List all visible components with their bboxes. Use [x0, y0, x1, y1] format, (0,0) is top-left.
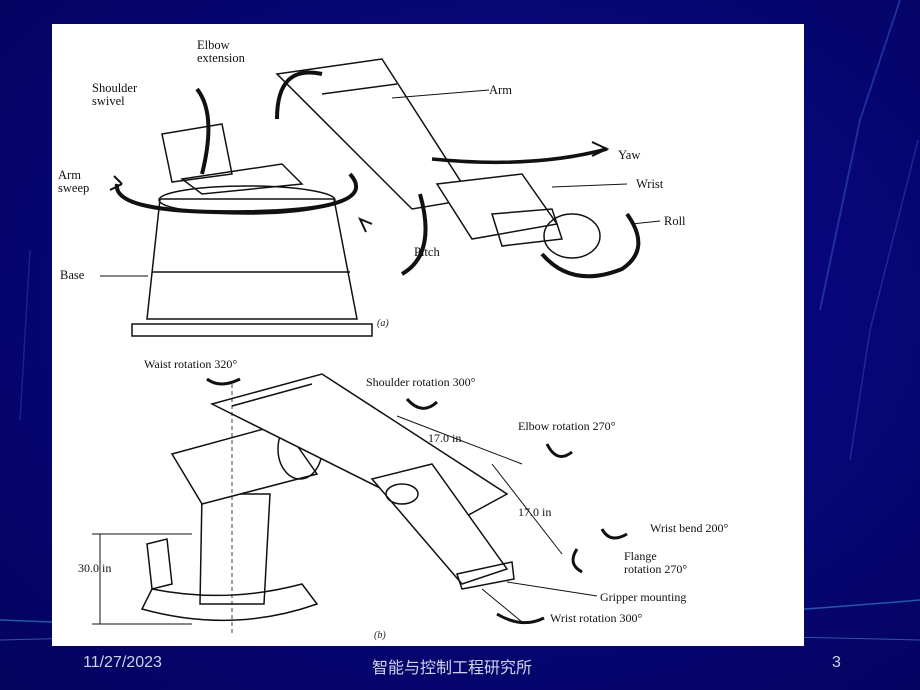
caption-b: (b) [374, 630, 386, 641]
footer-date: 11/27/2023 [83, 654, 162, 671]
footer-institute: 智能与控制工程研究所 [372, 660, 533, 677]
label-shoulder-rotation: Shoulder rotation 300° [366, 375, 476, 389]
label-upper-arm-length: 17.0 in [428, 431, 461, 445]
label-flange-rotation-2: rotation 270° [624, 562, 687, 576]
robot-arm-figure: Elbow extension Shoulder swivel Arm Yaw … [52, 24, 804, 646]
label-shoulder-swivel-2: swivel [92, 94, 125, 108]
label-roll: Roll [664, 214, 686, 228]
label-pitch: Pitch [414, 245, 440, 259]
label-forearm-length: 17.0 in [518, 505, 551, 519]
label-shoulder-swivel-1: Shoulder [92, 81, 138, 95]
label-arm: Arm [489, 83, 512, 97]
label-elbow-extension-2: extension [197, 51, 246, 65]
label-arm-sweep-1: Arm [58, 168, 81, 182]
label-wrist: Wrist [636, 177, 664, 191]
label-yaw: Yaw [618, 148, 640, 162]
label-elbow-extension-1: Elbow [197, 38, 230, 52]
label-elbow-rotation: Elbow rotation 270° [518, 419, 616, 433]
caption-a: (a) [377, 318, 389, 329]
label-base: Base [60, 268, 85, 282]
footer-page-number: 3 [832, 654, 841, 671]
robot-arm-illustration: Elbow extension Shoulder swivel Arm Yaw … [58, 38, 729, 641]
label-waist-rotation: Waist rotation 320° [144, 357, 237, 371]
label-height: 30.0 in [78, 561, 111, 575]
label-arm-sweep-2: sweep [58, 181, 89, 195]
label-wrist-rotation: Wrist rotation 300° [550, 611, 643, 625]
label-wrist-bend: Wrist bend 200° [650, 521, 729, 535]
label-gripper-mounting: Gripper mounting [600, 590, 686, 604]
label-flange-rotation-1: Flange [624, 549, 657, 563]
